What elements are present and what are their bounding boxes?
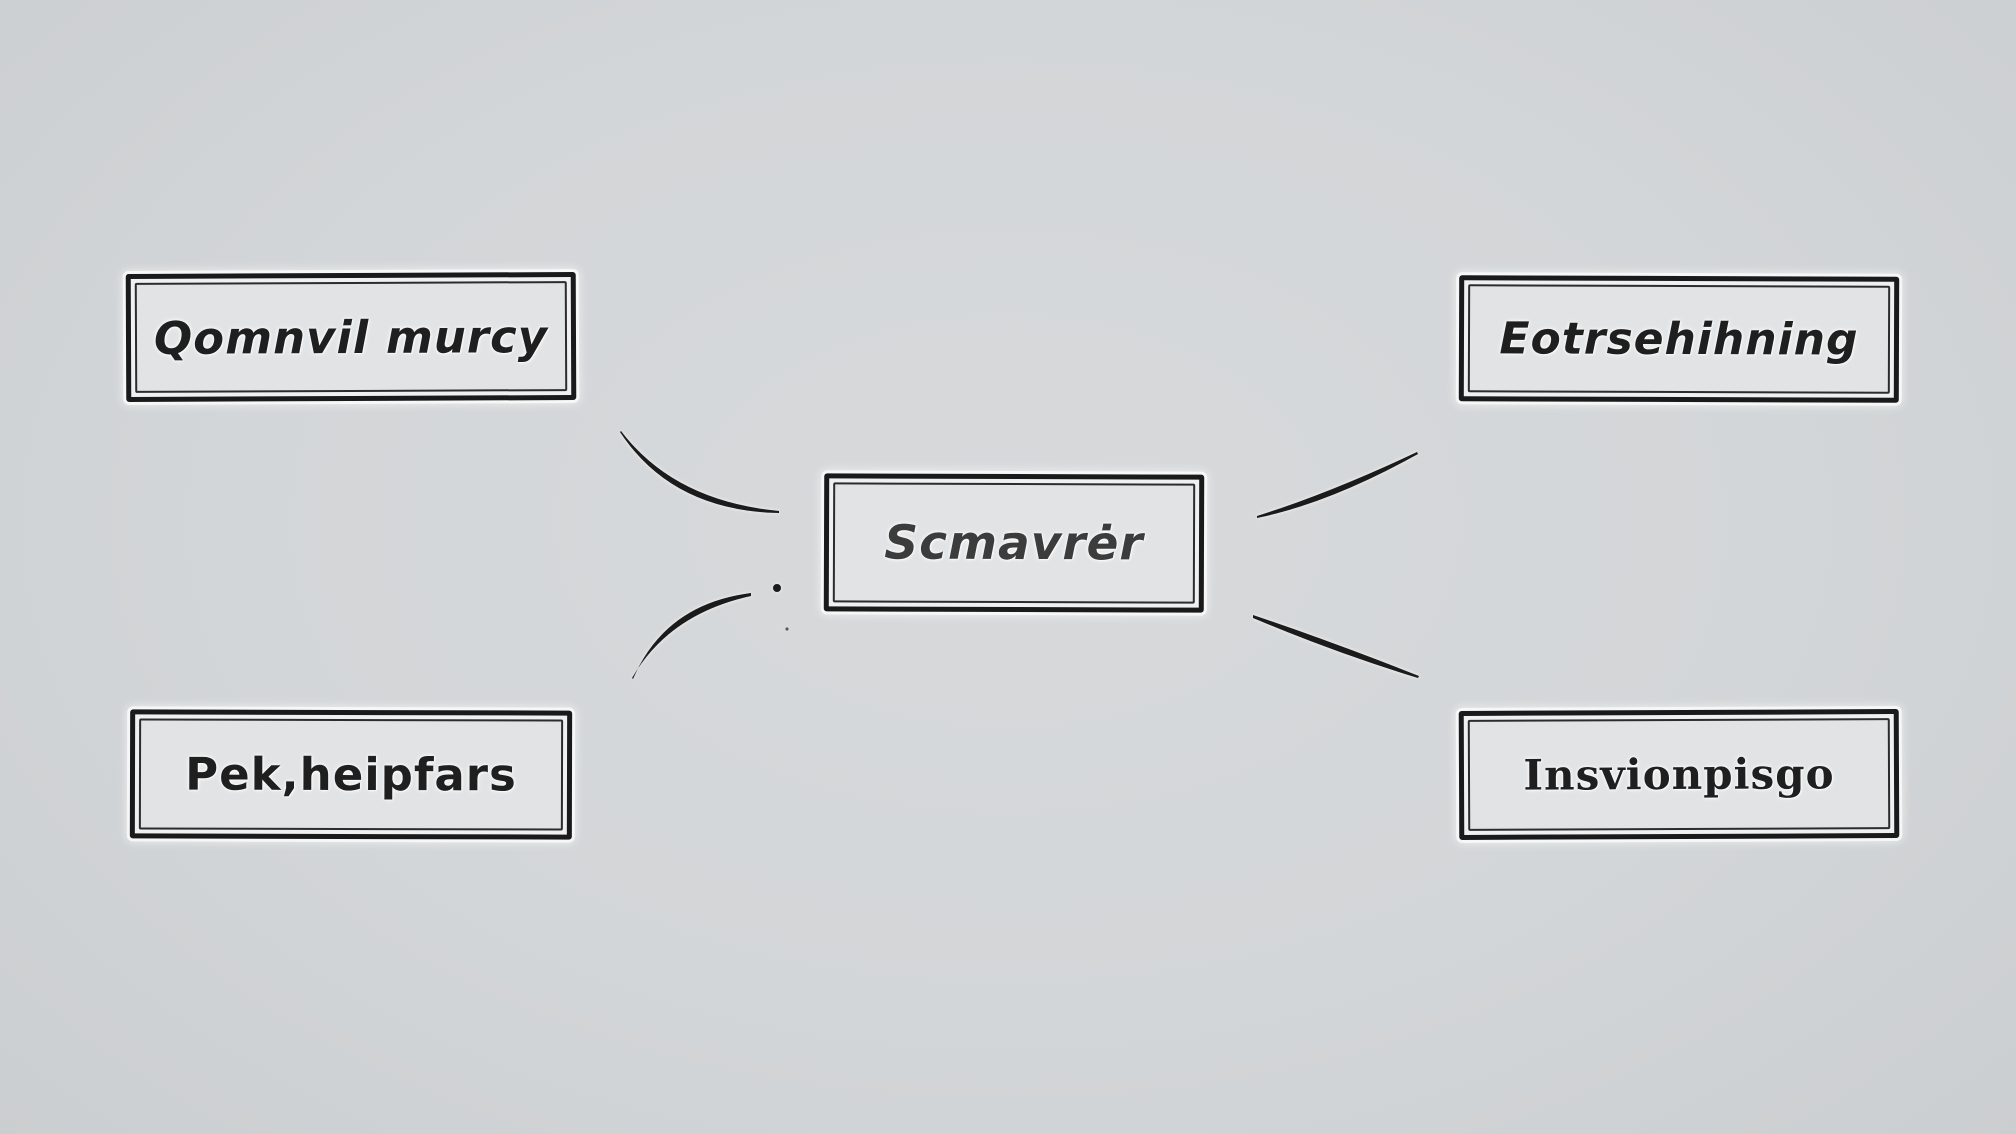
node-box-bottom-right: Insvionpisgo [1458,709,1900,840]
node-box-center: Scmavrėr [823,473,1205,613]
node-box-top-right-inner: Eotrsehihning [1467,284,1891,394]
node-label-bottom-left: Pek,heipfars [185,747,517,802]
node-box-center-inner: Scmavrėr [832,482,1196,604]
ink-speck [785,627,789,631]
connector-curve-top-right [1257,452,1418,518]
node-box-top-left: Qomnvil murcy [125,272,577,402]
node-box-bottom-right-inner: Insvionpisgo [1467,718,1891,831]
connector-curve-bottom-right [1253,615,1419,678]
node-box-top-right: Eotrsehihning [1458,275,1900,403]
node-box-top-left-inner: Qomnvil murcy [134,281,568,393]
node-box-bottom-left: Pek,heipfars [129,709,573,840]
connector-curve-top-left [620,431,779,513]
node-label-top-right: Eotrsehihning [1499,312,1859,366]
node-label-top-left: Qomnvil murcy [153,309,549,365]
connector-curve-bottom-left [632,593,751,679]
node-label-center: Scmavrėr [884,515,1144,571]
ink-dot [773,584,781,592]
node-label-bottom-right: Insvionpisgo [1523,749,1835,800]
node-box-bottom-left-inner: Pek,heipfars [138,718,564,831]
